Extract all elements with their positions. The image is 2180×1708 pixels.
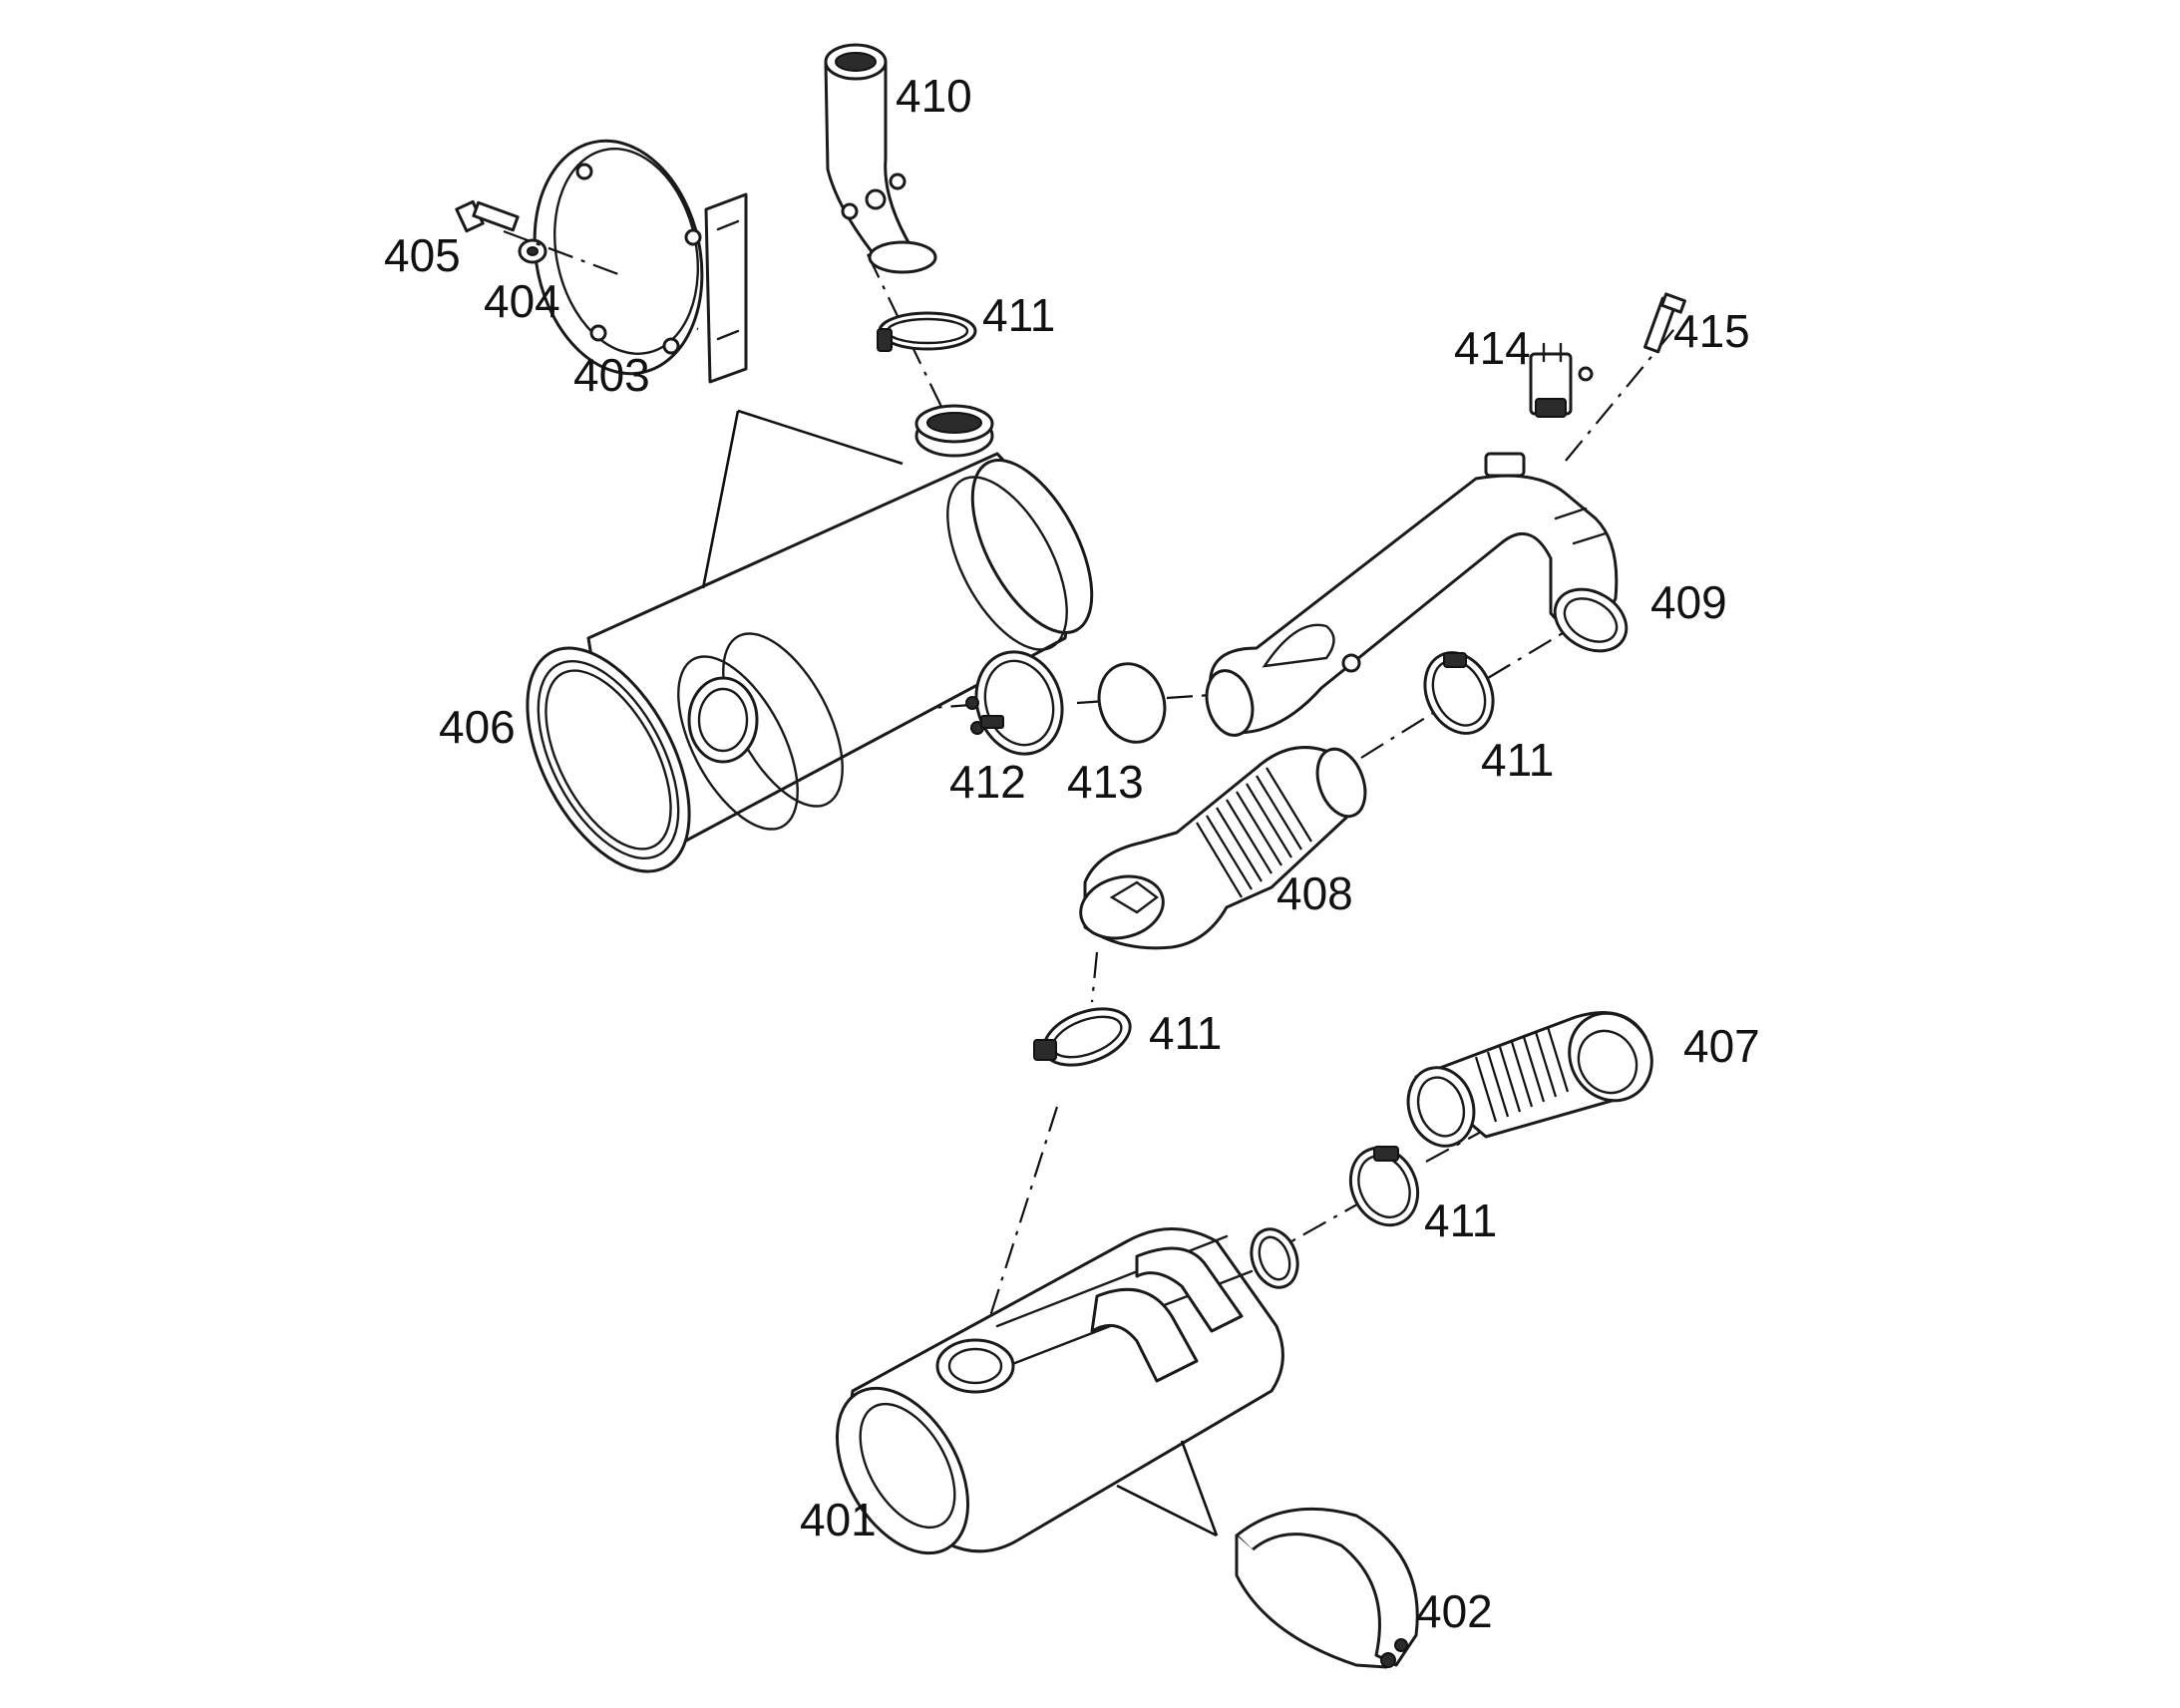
bolt-405 [455, 199, 520, 233]
label-415: 415 [1673, 305, 1750, 357]
label-411-mid: 411 [1149, 1007, 1222, 1059]
label-406: 406 [439, 701, 516, 753]
label-414: 414 [1454, 322, 1531, 374]
vband-clamp-412 [965, 650, 1064, 756]
label-411-right: 411 [1481, 734, 1554, 786]
label-405: 405 [384, 229, 461, 281]
sensor-bracket-414 [1529, 342, 1594, 418]
bellows-407 [1474, 1026, 1570, 1123]
label-413: 413 [1067, 756, 1144, 808]
label-411-top: 411 [982, 289, 1055, 341]
clamp-411-mid [1033, 1007, 1132, 1067]
label-410: 410 [896, 70, 972, 122]
washer-404 [518, 238, 547, 264]
clamp-411-right [1423, 651, 1495, 735]
label-412: 412 [949, 756, 1026, 808]
flex-elbow-407 [1406, 1011, 1653, 1148]
flex-pipe-408 [1079, 746, 1367, 950]
label-403: 403 [573, 349, 650, 401]
clamp-411-lower [1348, 1146, 1420, 1227]
label-407: 407 [1683, 1020, 1760, 1072]
strap-402 [1235, 1507, 1419, 1669]
mounting-bracket-403 [533, 139, 748, 384]
clamp-411-top [877, 311, 977, 352]
label-411-lower: 411 [1424, 1195, 1497, 1246]
bolt-415 [1643, 292, 1686, 354]
gasket-413 [1097, 662, 1167, 744]
bellows-408 [1196, 767, 1312, 898]
muffler-406 [526, 404, 1094, 873]
label-408: 408 [1276, 867, 1353, 919]
callout-lines [701, 409, 1219, 1537]
tailpipe-410 [824, 43, 937, 274]
label-401: 401 [800, 1494, 877, 1545]
exhaust-pipe-409 [1205, 452, 1629, 737]
label-409: 409 [1650, 576, 1727, 628]
dpf-housing-401 [835, 1227, 1299, 1555]
label-402: 402 [1416, 1585, 1493, 1637]
label-404: 404 [484, 275, 560, 327]
part-labels: 401 402 403 404 405 406 407 408 409 410 … [384, 70, 1760, 1637]
